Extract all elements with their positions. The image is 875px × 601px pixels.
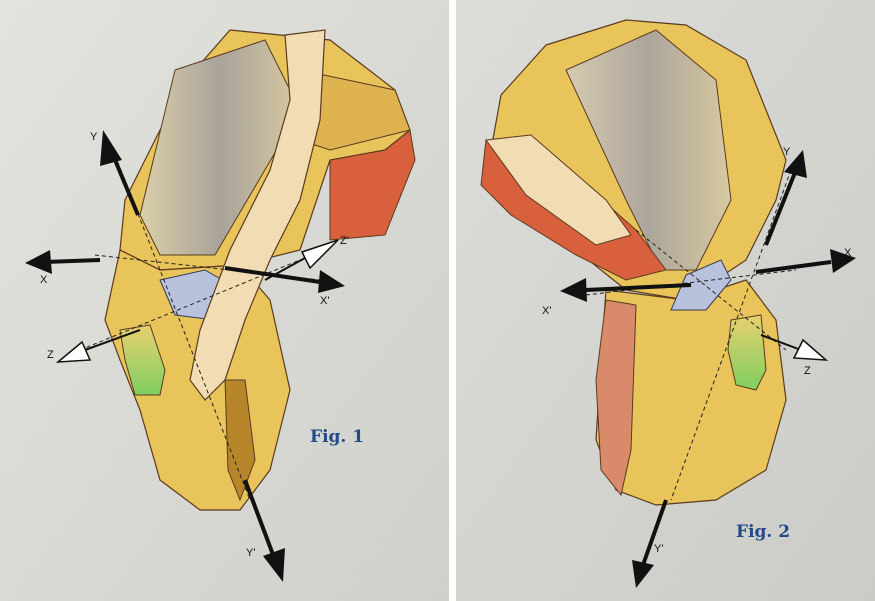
axis-label-x: X [40,274,48,286]
figure-1-panel: Y Y' X X' Z Z' Fig. 1 [0,0,449,601]
axis-label-y: Y [783,146,791,158]
figure-caption: Fig. 1 [310,427,364,447]
axis-label-z: Z [804,365,811,377]
axis-label-y: Y [90,131,98,143]
figure-1-diagram: Y Y' X X' Z Z' Fig. 1 [0,0,449,601]
axis-label-z-prime: Z' [340,235,349,247]
axis-label-z: Z [47,349,54,361]
axis-label-x-prime: X' [542,305,551,317]
figure-2-diagram: Y Y' X X' Z Fig. 2 [456,0,875,601]
figure-caption: Fig. 2 [736,522,790,542]
axis-label-y-prime: Y' [246,547,255,559]
axis-label-x-prime: X' [320,295,329,307]
axis-label-x: X [844,247,852,259]
figure-2-panel: Y Y' X X' Z Fig. 2 [456,0,875,601]
axis-label-y-prime: Y' [654,543,663,555]
